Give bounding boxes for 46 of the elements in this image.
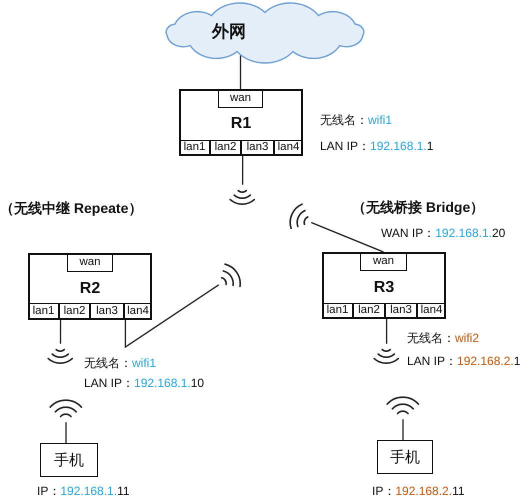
network-port: lan3 [241, 140, 274, 156]
wireless-name-label: 无线名：wifi1 [320, 113, 392, 128]
network-port: lan3 [90, 303, 124, 320]
router-box [179, 89, 303, 156]
connection-line [402, 419, 404, 440]
network-port: lan1 [322, 303, 353, 319]
ip-address-label: IP：192.168.2.11 [372, 484, 465, 498]
ip-address-label: LAN IP：192.168.1.10 [84, 376, 204, 390]
network-port: wan [218, 89, 263, 108]
connection-line [242, 156, 244, 185]
cloud-label: 外网 [212, 22, 246, 42]
network-port: wan [67, 253, 113, 272]
connection-line [386, 319, 388, 344]
network-port: lan1 [179, 140, 210, 156]
ip-address-label: IP：192.168.1.11 [37, 484, 130, 498]
phone-box: 手机 [377, 440, 433, 474]
network-port: lan4 [274, 140, 303, 156]
router-box [322, 252, 446, 319]
wifi-signal-icon [288, 202, 312, 230]
ip-address-label: LAN IP：192.168.1.1 [320, 139, 434, 154]
mode-heading: （无线中继 Repeate） [0, 200, 142, 217]
network-port: lan2 [210, 140, 241, 156]
network-port: lan2 [59, 303, 90, 320]
connection-line [240, 56, 242, 89]
connection-line [60, 320, 62, 344]
connection-line [65, 422, 67, 443]
ip-address-label: WAN IP：192.168.1.20 [381, 226, 506, 240]
connection-line [310, 222, 384, 253]
network-port: lan4 [417, 303, 446, 319]
network-port: lan1 [28, 303, 59, 320]
router-label: R1 [230, 115, 252, 134]
network-port: lan4 [124, 303, 152, 320]
network-port: lan2 [353, 303, 385, 319]
network-port: wan [360, 252, 407, 271]
ip-address-label: LAN IP：192.168.2.1 [407, 354, 520, 368]
cloud-shape [165, 2, 365, 64]
wireless-name-label: 无线名：wifi1 [84, 356, 156, 370]
router-label: R3 [374, 279, 394, 298]
router-box [28, 253, 152, 320]
mode-heading: （无线桥接 Bridge） [352, 199, 484, 216]
wireless-name-label: 无线名：wifi2 [407, 331, 480, 346]
wifi-signal-icon [218, 263, 242, 288]
connection-line [124, 284, 220, 348]
router-label: R2 [80, 280, 100, 298]
phone-box: 手机 [40, 443, 98, 477]
network-port: lan3 [385, 303, 417, 319]
